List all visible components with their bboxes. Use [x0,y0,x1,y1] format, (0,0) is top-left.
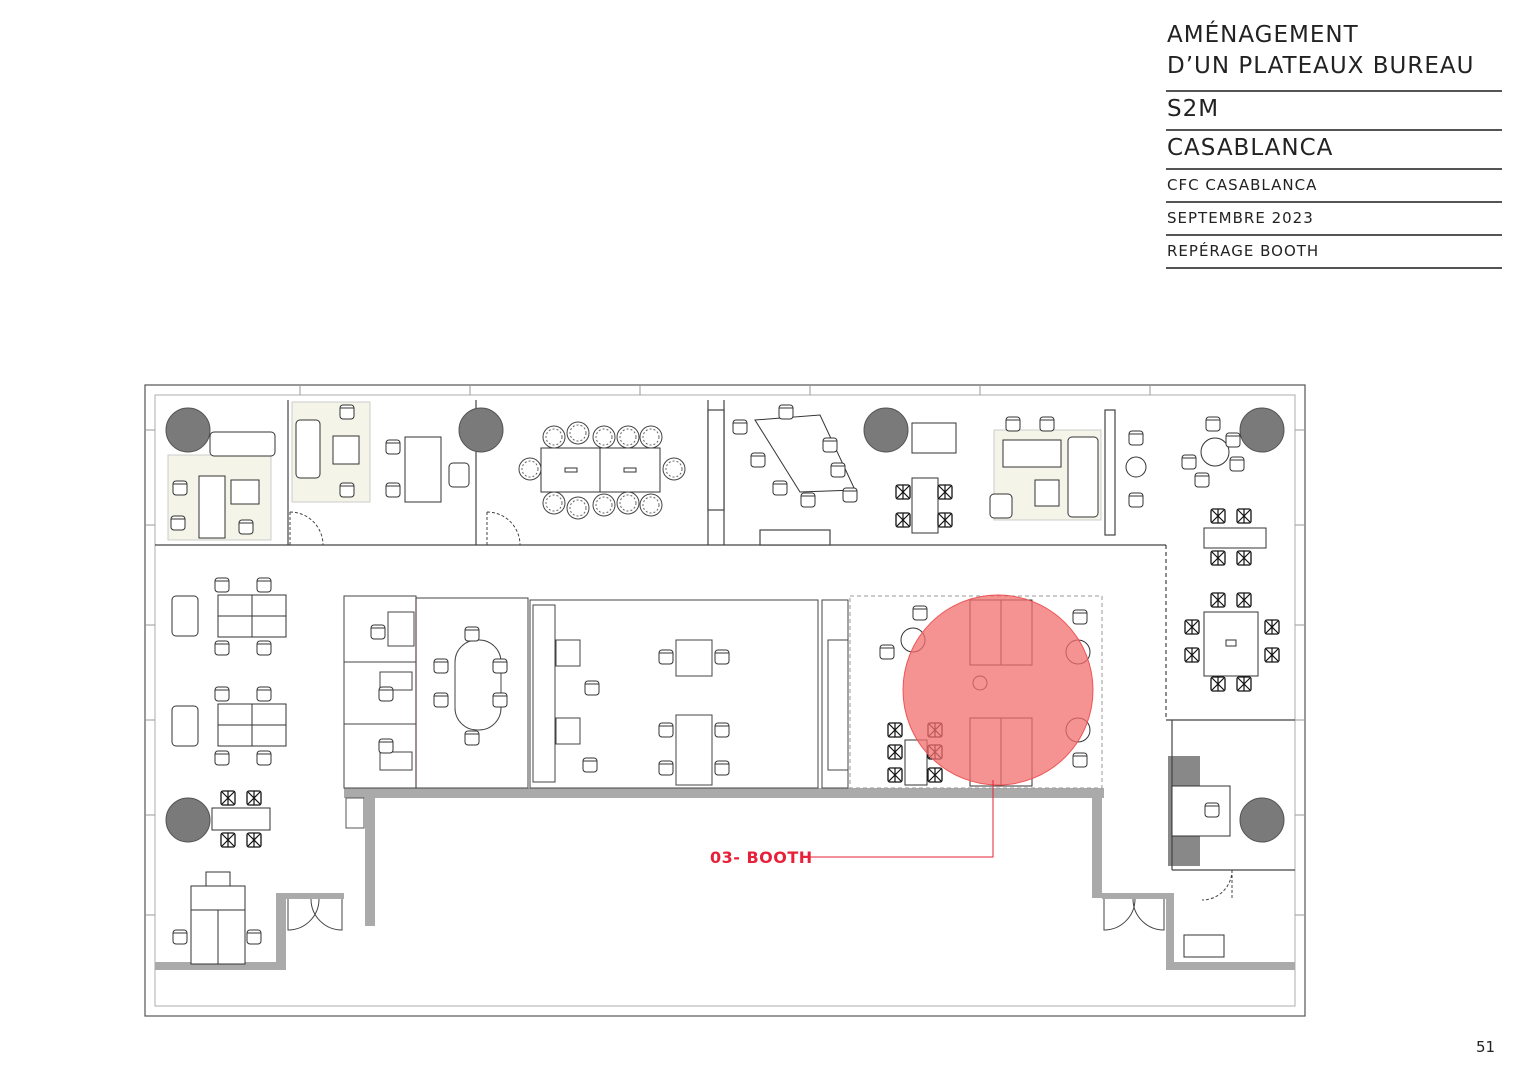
project-title-line-1: AMÉNAGEMENT [1167,22,1359,48]
meeting-room-top [518,421,686,520]
booth-highlight [902,594,1094,786]
booth-label: 03- BOOTH [710,848,813,867]
right-tables [1184,508,1280,692]
core-doors [287,797,1165,931]
structural-columns [165,407,1285,843]
bench-desks-left [171,577,287,965]
cafe-table-top [895,422,957,534]
core-walls [155,756,1295,970]
sheet-subject: REPÉRAGE BOOTH [1166,236,1502,269]
project-title-line-2: D’UN PLATEAUX BUREAU [1167,53,1475,79]
top-doors [289,511,1233,901]
central-offices [343,595,849,789]
title-block: AMÉNAGEMENT D’UN PLATEAUX BUREAU S2M CAS… [1166,18,1502,269]
boardroom [732,404,858,508]
page-number: 51 [1476,1038,1496,1056]
room-bottom-right [1171,785,1231,958]
client-name: S2M [1166,92,1502,131]
date: SEPTEMBRE 2023 [1166,203,1502,236]
project-title: AMÉNAGEMENT D’UN PLATEAUX BUREAU [1166,18,1502,92]
lounge-office [291,401,470,503]
city-name: CASABLANCA [1166,131,1502,170]
booth-leader-line [808,780,994,858]
round-table-top-right [1181,416,1245,488]
site-name: CFC CASABLANCA [1166,170,1502,203]
lounge-top-right [989,416,1147,521]
lounge-top-left [167,431,276,541]
